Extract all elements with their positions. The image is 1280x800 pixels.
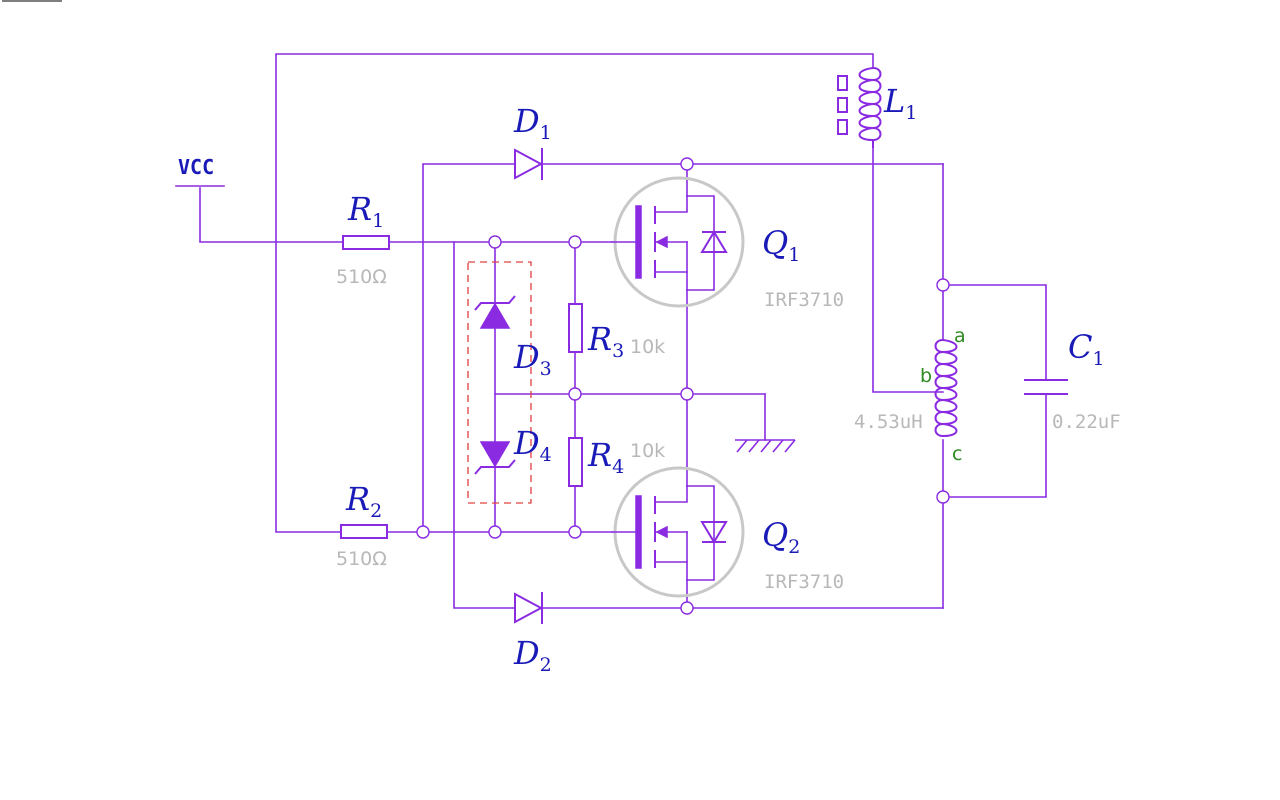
q1-ref: Q1 bbox=[762, 224, 800, 266]
mosfet-q1: Q1 IRF3710 bbox=[611, 176, 844, 311]
d3-ref: D3 bbox=[513, 338, 552, 380]
work-coil: a b c 4.53uH bbox=[854, 325, 966, 465]
tap-a-label: a bbox=[954, 325, 966, 347]
inductor-l1: L1 bbox=[837, 67, 917, 148]
d2-ref: D2 bbox=[513, 634, 552, 676]
r4-ref: R4 bbox=[587, 436, 624, 478]
coil-value: 4.53uH bbox=[854, 411, 923, 433]
zener-d4: D4 bbox=[474, 424, 552, 475]
resistor-r2: R2 510Ω bbox=[336, 480, 388, 570]
r3-ref: R3 bbox=[587, 320, 624, 362]
q2-ref: Q2 bbox=[762, 516, 800, 558]
resistor-r3: R3 10k bbox=[568, 303, 665, 362]
r3-value: 10k bbox=[630, 336, 665, 358]
c1-value: 0.22uF bbox=[1052, 411, 1121, 433]
capacitor-c1: C1 0.22uF bbox=[1024, 328, 1121, 433]
tap-b-label: b bbox=[920, 365, 932, 387]
resistor-r4: R4 10k bbox=[568, 436, 665, 487]
d1-ref: D1 bbox=[513, 102, 552, 144]
d4-ref: D4 bbox=[513, 424, 552, 466]
q1-part: IRF3710 bbox=[764, 289, 844, 311]
junction-nodes bbox=[416, 157, 950, 615]
r4-value: 10k bbox=[630, 440, 665, 462]
tap-c-label: c bbox=[952, 443, 962, 465]
r2-ref: R2 bbox=[345, 480, 382, 522]
mosfet-q2: Q2 IRF3710 bbox=[611, 466, 844, 598]
q2-part: IRF3710 bbox=[764, 571, 844, 593]
c1-ref: C1 bbox=[1068, 328, 1105, 370]
ground-symbol bbox=[735, 439, 796, 453]
r1-value: 510Ω bbox=[336, 266, 387, 288]
zener-d3: D3 bbox=[474, 295, 552, 380]
l1-ref: L1 bbox=[883, 82, 917, 124]
r2-value: 510Ω bbox=[336, 548, 387, 570]
diode-d1: D1 bbox=[513, 102, 552, 180]
vcc-terminal: VCC bbox=[175, 155, 225, 187]
zener-group-box bbox=[467, 261, 532, 504]
vcc-label: VCC bbox=[178, 155, 214, 179]
diode-d2: D2 bbox=[513, 592, 552, 676]
wires bbox=[199, 53, 1047, 609]
r1-ref: R1 bbox=[347, 190, 384, 232]
resistor-r1: R1 510Ω bbox=[336, 190, 390, 288]
